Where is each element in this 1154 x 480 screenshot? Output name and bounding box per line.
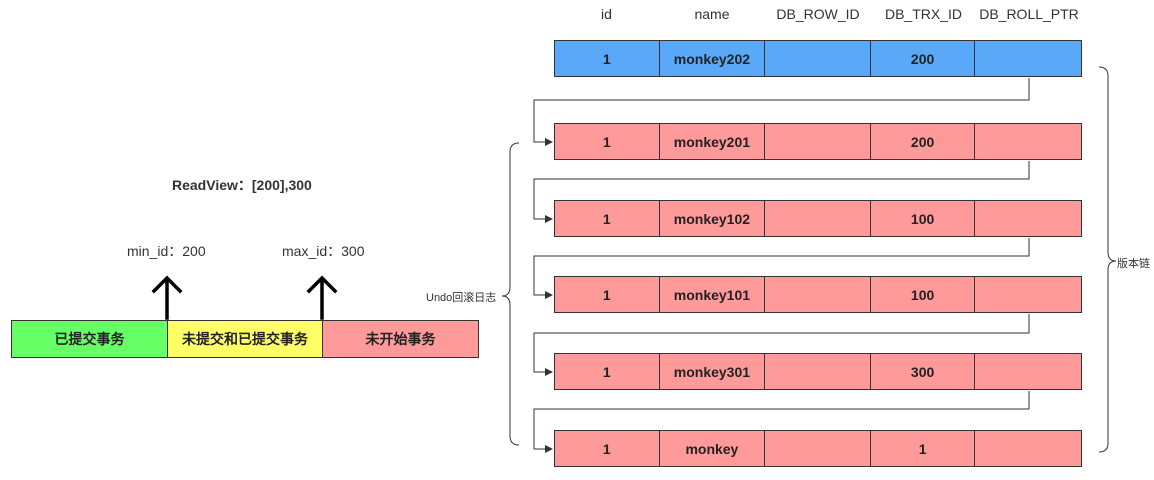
header-db-trx-id: DB_TRX_ID xyxy=(884,6,963,22)
committed-segment: 已提交事务 xyxy=(11,320,168,358)
row-id-cell: 1 xyxy=(555,201,660,236)
header-db-row-id: DB_ROW_ID xyxy=(776,6,860,22)
undo-row: 1 monkey101 100 xyxy=(554,276,1082,313)
row-name-cell: monkey101 xyxy=(660,277,766,312)
row-db-row-id-cell xyxy=(765,201,871,236)
version-chain-brace xyxy=(1098,66,1117,453)
roll-ptr-link xyxy=(533,314,1030,376)
undo-row: 1 monkey 1 xyxy=(554,430,1082,467)
readview-label: ReadView：[200],300 xyxy=(172,177,312,193)
row-name-cell: monkey xyxy=(660,431,766,466)
header-db-roll-ptr: DB_ROLL_PTR xyxy=(979,6,1079,22)
row-name-cell: monkey102 xyxy=(660,201,766,236)
roll-ptr-link xyxy=(533,238,1030,299)
row-id-cell: 1 xyxy=(555,431,660,466)
version-chain-label: 版本链 xyxy=(1117,258,1150,270)
row-db-row-id-cell xyxy=(765,41,871,76)
not-started-segment: 未开始事务 xyxy=(322,320,479,358)
row-name-cell: monkey201 xyxy=(660,124,766,159)
row-id-cell: 1 xyxy=(555,124,660,159)
roll-ptr-link xyxy=(533,391,1030,453)
row-id-cell: 1 xyxy=(555,41,660,76)
undo-row: 1 monkey301 300 xyxy=(554,353,1082,390)
min-id-label: min_id：200 xyxy=(127,243,206,259)
max-id-arrow xyxy=(306,275,338,320)
row-trx-id-cell: 100 xyxy=(871,201,976,236)
row-db-row-id-cell xyxy=(765,431,871,466)
row-trx-id-cell: 200 xyxy=(871,41,976,76)
roll-ptr-link xyxy=(533,161,1030,223)
row-trx-id-cell: 300 xyxy=(871,354,976,389)
undo-log-brace xyxy=(501,142,520,446)
row-db-row-id-cell xyxy=(765,354,871,389)
mixed-segment: 未提交和已提交事务 xyxy=(167,320,323,358)
current-row: 1 monkey202 200 xyxy=(554,40,1082,77)
min-id-arrow xyxy=(151,275,183,320)
header-name: name xyxy=(694,6,730,22)
row-db-row-id-cell xyxy=(765,277,871,312)
row-id-cell: 1 xyxy=(555,354,660,389)
row-trx-id-cell: 200 xyxy=(871,124,976,159)
max-id-label: max_id：300 xyxy=(282,243,365,259)
row-trx-id-cell: 100 xyxy=(871,277,976,312)
header-id: id xyxy=(601,6,612,22)
undo-row: 1 monkey201 200 xyxy=(554,123,1082,160)
row-id-cell: 1 xyxy=(555,277,660,312)
undo-log-label: Undo回滚日志 xyxy=(426,292,497,304)
undo-row: 1 monkey102 100 xyxy=(554,200,1082,237)
row-trx-id-cell: 1 xyxy=(871,431,976,466)
row-name-cell: monkey301 xyxy=(660,354,766,389)
row-name-cell: monkey202 xyxy=(660,41,766,76)
roll-ptr-link xyxy=(533,78,1030,146)
row-db-row-id-cell xyxy=(765,124,871,159)
